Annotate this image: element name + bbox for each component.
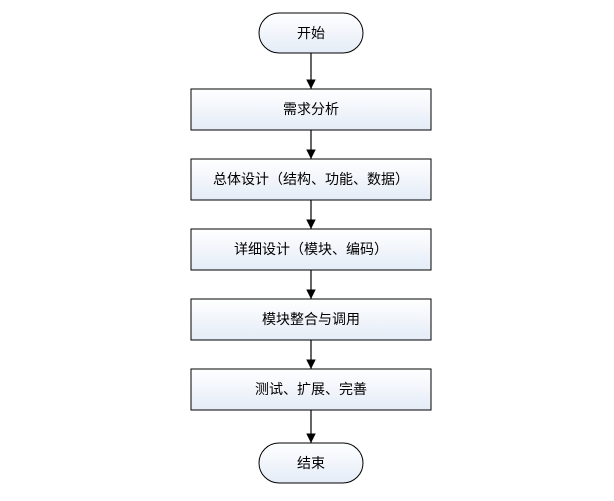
start-node: 开始 [258,12,364,54]
end-label: 结束 [297,456,325,472]
step-detailed-design: 详细设计（模块、编码） [190,228,432,271]
step-requirements-analysis: 需求分析 [190,88,432,131]
end-node: 结束 [258,442,364,484]
step-testing: 测试、扩展、完善 [190,368,432,411]
step-label: 测试、扩展、完善 [255,382,367,398]
step-overall-design: 总体设计（结构、功能、数据） [190,158,432,201]
step-module-integration: 模块整合与调用 [190,298,432,341]
step-label: 总体设计（结构、功能、数据） [213,172,409,188]
step-label: 需求分析 [283,102,339,118]
step-label: 模块整合与调用 [262,312,360,328]
step-label: 详细设计（模块、编码） [234,242,388,258]
start-label: 开始 [297,26,325,42]
